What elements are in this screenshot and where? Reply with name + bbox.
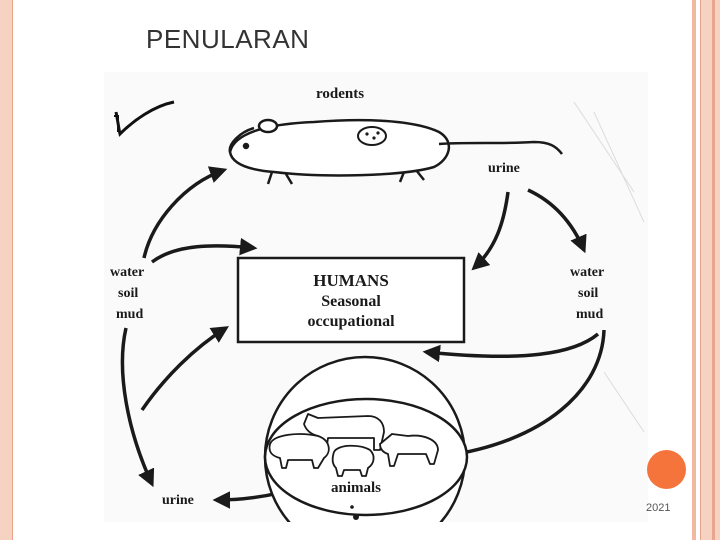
arrow-right-to-animals — [440, 329, 606, 463]
check-mark-icon — [114, 100, 175, 137]
humans-box-seasonal: Seasonal — [321, 293, 381, 310]
slide-right-border-stripe — [712, 0, 715, 540]
right-soil-label: soil — [578, 286, 598, 301]
arrow-urine-to-right-water — [527, 188, 587, 254]
slide-right-border-inner — [692, 0, 696, 540]
humans-box-occupational: occupational — [307, 313, 395, 330]
arrow-urine-to-humans — [471, 191, 510, 271]
left-mud-label: mud — [116, 307, 143, 322]
rodents-label: rodents — [316, 86, 364, 102]
animals-label: animals — [331, 480, 381, 496]
right-mud-label: mud — [576, 307, 603, 322]
right-water-label: water — [570, 265, 604, 280]
accent-circle — [647, 450, 686, 489]
stray-mark — [350, 505, 359, 520]
slide-number: 2021 — [646, 502, 671, 514]
leptospirosis-transmission-diagram: rodents urine HUMANS Seasonal occupation… — [104, 72, 648, 522]
arrow-animals-to-humans — [140, 326, 229, 411]
slide-left-border — [0, 0, 13, 540]
arrow-left-to-humans — [150, 237, 258, 264]
transmission-arrows — [120, 166, 606, 509]
arrow-right-to-humans — [422, 332, 600, 363]
left-soil-label: soil — [118, 286, 138, 301]
livestock-icon — [268, 413, 439, 477]
slide-right-border — [700, 0, 720, 540]
urine-top-label: urine — [488, 161, 520, 176]
humans-box — [236, 256, 466, 344]
arrow-left-up-to-rodents — [142, 166, 228, 259]
rat-icon — [228, 118, 563, 185]
humans-box-title: HUMANS — [313, 271, 389, 290]
scan-artifacts — [573, 101, 645, 433]
slide-title: PENULARAN — [146, 24, 310, 54]
left-water-label: water — [110, 265, 144, 280]
urine-bottom-label: urine — [162, 493, 194, 508]
arrow-left-mud-down — [120, 327, 155, 488]
